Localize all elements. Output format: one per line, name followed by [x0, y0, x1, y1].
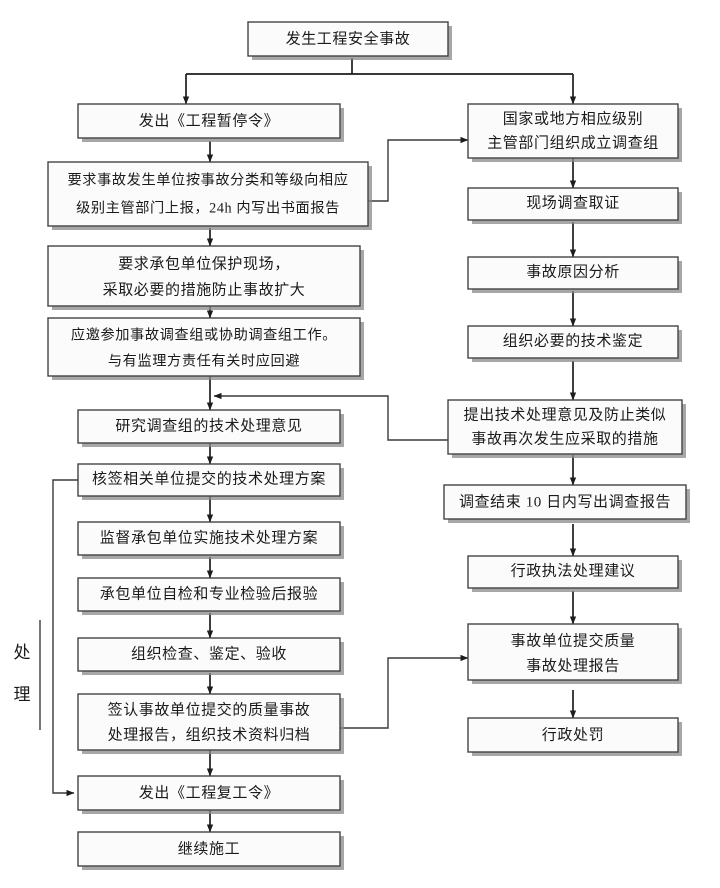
node-r9-line-0: 行政处罚 — [542, 726, 604, 743]
node-l1[interactable]: 发出《工程暂停令》 — [77, 103, 344, 142]
node-l3-line-0: 要求承包单位保护现场， — [118, 255, 290, 272]
node-r1[interactable]: 国家或地方相应级别 主管部门组织成立调查组 — [467, 103, 682, 162]
node-r6-line-0: 调查结束 10 日内写出调查报告 — [459, 493, 671, 510]
node-l12-line-0: 继续施工 — [178, 840, 240, 857]
node-l1-line-0: 发出《工程暂停令》 — [139, 112, 279, 129]
side-label-char-0: 处 — [14, 643, 31, 662]
node-l7-line-0: 监督承包单位实施技术处理方案 — [100, 528, 318, 546]
node-l10[interactable]: 签认事故单位提交的质量事故 处理报告，组织技术资料归档 — [77, 693, 344, 754]
node-l4-line-1: 与有监理方责任有关时应回避 — [108, 352, 300, 369]
node-l12[interactable]: 继续施工 — [77, 831, 344, 870]
node-r5-line-0: 提出技术处理意见及防止类似 — [464, 405, 667, 423]
node-l4[interactable]: 应邀参加事故调查组或协助调查组工作。 与有监理方责任有关时应回避 — [47, 317, 364, 380]
node-r3-line-0: 事故原因分析 — [526, 263, 620, 280]
node-l3[interactable]: 要求承包单位保护现场， 采取必要的措施防止事故扩大 — [47, 245, 364, 310]
node-l9-line-0: 组织检查、鉴定、验收 — [131, 645, 287, 662]
node-r4-line-0: 组织必要的技术鉴定 — [503, 332, 643, 349]
node-l7[interactable]: 监督承包单位实施技术处理方案 — [77, 521, 344, 559]
node-l5-line-0: 研究调查组的技术处理意见 — [115, 416, 302, 434]
node-r3[interactable]: 事故原因分析 — [467, 256, 682, 293]
node-l10-line-0: 签认事故单位提交的质量事故 — [108, 700, 311, 718]
node-l11-line-0: 发出《工程复工令》 — [139, 783, 279, 801]
node-l6[interactable]: 核签相关单位提交的技术处理方案 — [77, 463, 344, 500]
edge-layer — [39, 58, 577, 833]
node-l2-line-1: 级别主管部门上报，24h 内写出书面报告 — [76, 200, 340, 216]
node-n0[interactable]: 发生工程安全事故 — [247, 21, 452, 60]
edge-l2-to-r1 — [368, 136, 469, 202]
node-n0-line-0: 发生工程安全事故 — [286, 29, 411, 47]
node-r8-line-0: 事故单位提交质量 — [511, 631, 636, 649]
node-l8[interactable]: 承包单位自检和专业检验后报验 — [77, 577, 344, 615]
node-l2[interactable]: 要求事故发生单位按事故分类和等级向相应 级别主管部门上报，24h 内写出书面报告 — [47, 161, 372, 230]
node-l9[interactable]: 组织检查、鉴定、验收 — [77, 637, 344, 675]
node-l4-line-0: 应邀参加事故调查组或协助调查组工作。 — [71, 326, 337, 343]
node-l6-line-0: 核签相关单位提交的技术处理方案 — [92, 469, 326, 487]
edge-l6-to-l11-feedback — [52, 479, 78, 797]
node-r8[interactable]: 事故单位提交质量 事故处理报告 — [467, 623, 682, 684]
side-label-char-1: 理 — [14, 685, 31, 704]
node-r7-line-0: 行政执法处理建议 — [511, 562, 636, 579]
node-r8-line-1: 事故处理报告 — [526, 657, 620, 674]
node-l5[interactable]: 研究调查组的技术处理意见 — [77, 409, 344, 447]
node-r1-line-0: 国家或地方相应级别 — [503, 109, 643, 127]
node-r1-line-1: 主管部门组织成立调查组 — [487, 134, 659, 151]
node-l8-line-0: 承包单位自检和专业检验后报验 — [100, 585, 318, 602]
node-r7[interactable]: 行政执法处理建议 — [467, 555, 682, 592]
node-l2-line-0: 要求事故发生单位按事故分类和等级向相应 — [68, 171, 349, 188]
node-r5-line-1: 事故再次发生应采取的措施 — [471, 429, 658, 447]
edge-r5-to-l5 — [213, 392, 448, 441]
node-r4[interactable]: 组织必要的技术鉴定 — [467, 325, 682, 362]
edge-l10-to-r8 — [340, 654, 469, 729]
node-l10-line-1: 处理报告，组织技术资料归档 — [108, 726, 311, 743]
node-r2-line-0: 现场调查取证 — [526, 194, 620, 211]
node-r2[interactable]: 现场调查取证 — [467, 187, 682, 224]
side-label-processing: 处 理 — [14, 643, 31, 704]
node-l11[interactable]: 发出《工程复工令》 — [77, 775, 344, 814]
node-l3-line-1: 采取必要的措施防止事故扩大 — [103, 281, 306, 298]
node-r6[interactable]: 调查结束 10 日内写出调查报告 — [443, 484, 690, 523]
node-r9[interactable]: 行政处罚 — [467, 717, 682, 756]
node-r5[interactable]: 提出技术处理意见及防止类似 事故再次发生应采取的措施 — [447, 399, 686, 458]
